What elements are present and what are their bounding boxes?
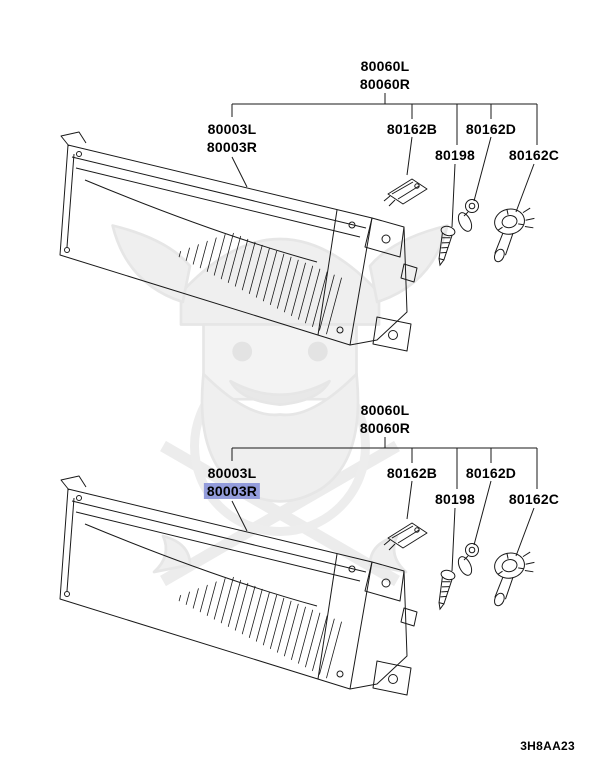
screw-icon <box>432 224 457 268</box>
screw-icon <box>432 568 457 612</box>
diagram-top: 80060L 80060R 80003L 80003R 80162B 80162… <box>0 50 609 395</box>
diagram-bottom: 80060L 80060R 80003L 80003R 80162B 80162… <box>0 394 609 739</box>
wedge-bulb-icon <box>455 543 479 578</box>
part-label-80162b[interactable]: 80162B <box>386 465 438 481</box>
wedge-bulb-icon <box>455 199 479 234</box>
part-label-80162c[interactable]: 80162C <box>508 147 560 163</box>
connector-bracket-icon <box>383 178 428 207</box>
halogen-bulb-icon <box>482 203 543 266</box>
part-label-80003r-selected[interactable]: 80003R <box>203 483 261 499</box>
part-label-80060l[interactable]: 80060L <box>360 58 410 74</box>
part-label-80162c[interactable]: 80162C <box>508 491 560 507</box>
halogen-bulb-icon <box>482 547 543 610</box>
part-label-80060r[interactable]: 80060R <box>359 76 411 92</box>
part-label-80003r[interactable]: 80003R <box>206 139 258 155</box>
headlamp-assembly-icon <box>60 132 417 362</box>
part-label-80162d[interactable]: 80162D <box>465 121 517 137</box>
part-label-80003l[interactable]: 80003L <box>207 121 257 137</box>
part-label-80162b[interactable]: 80162B <box>386 121 438 137</box>
drawing-code: 3H8AA23 <box>520 739 575 753</box>
part-label-80060r[interactable]: 80060R <box>359 420 411 436</box>
part-label-80198[interactable]: 80198 <box>435 147 475 163</box>
part-label-80198[interactable]: 80198 <box>435 491 475 507</box>
part-label-80162d[interactable]: 80162D <box>465 465 517 481</box>
connector-bracket-icon <box>383 522 428 551</box>
headlamp-exploded-drawing <box>0 436 543 739</box>
headlamp-assembly-icon <box>60 476 417 706</box>
watermark-logo <box>111 224 449 587</box>
headlamp-exploded-drawing <box>0 92 543 395</box>
part-label-80060l[interactable]: 80060L <box>360 402 410 418</box>
part-label-80003l[interactable]: 80003L <box>207 465 257 481</box>
